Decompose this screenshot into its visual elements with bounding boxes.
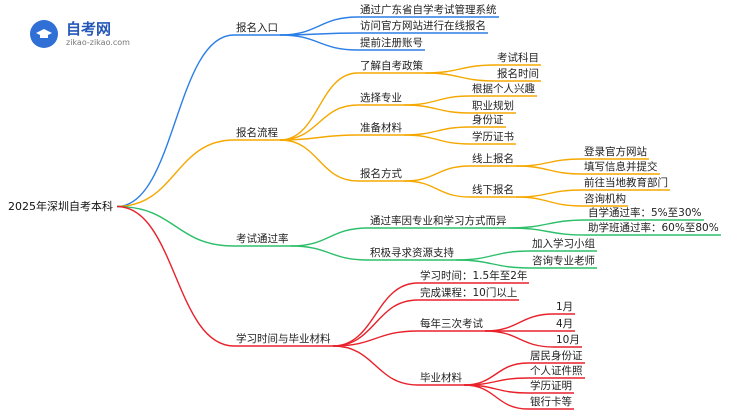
b3c3-connector [332,345,419,386]
node-consulting-agency: 咨询机构 [584,193,626,205]
node-career-planning: 职业规划 [472,100,514,112]
node-official-website: 访问官方网站进行在线报名 [360,20,486,32]
graduation-cap-icon [30,20,58,48]
node-registration-method: 报名方式 [360,168,402,180]
node-education-proof: 学历证明 [530,380,572,392]
node-register-account: 提前注册账号 [360,37,423,49]
node-three-exams-yearly: 每年三次考试 [420,318,483,330]
node-fill-and-submit: 填写信息并提交 [584,161,658,173]
branch-2-connector [116,205,235,247]
b1c2g0-connector [403,126,471,136]
node-login-website: 登录官方网站 [584,146,647,158]
node-seek-resources: 积极寻求资源支持 [370,247,454,259]
branch-registration-entry: 报名入口 [236,22,278,34]
b2c0g0-connector [508,219,587,229]
node-choose-major: 选择专业 [360,92,402,104]
b3c1-connector [332,299,419,347]
branch-registration-process: 报名流程 [236,127,278,139]
branch-3-connector [116,205,235,347]
node-offline-registration: 线下报名 [472,184,514,196]
branch-1-connector [116,139,235,208]
branch-0-connector [116,34,235,208]
node-study-duration: 学习时间：1.5年至2年 [420,270,528,282]
node-course-count: 完成课程：10门以上 [420,287,518,299]
b1c3g1-connector [403,180,471,198]
b3c2-connector [332,330,419,347]
b0c0-connector [279,16,359,36]
node-study-group: 加入学习小组 [532,238,595,250]
node-bank-card: 银行卡等 [530,396,572,408]
b2c0-connector [290,227,369,247]
branch-study-time-graduation: 学习时间与毕业材料 [236,333,331,345]
node-online-registration: 线上报名 [472,153,514,165]
b3c0-connector [332,282,419,347]
b3c2g0-connector [484,313,555,332]
node-exam-subjects: 考试科目 [497,52,539,64]
node-consult-teacher: 咨询专业老师 [532,255,595,267]
b1c1g0-connector [403,95,471,106]
node-education-certificate: 学历证书 [472,131,514,143]
node-resident-id: 居民身份证 [530,350,583,362]
node-registration-time: 报名时间 [497,68,539,80]
b1c3-connector [279,139,359,182]
b1c1-connector [279,104,359,141]
b3c3g3-connector [463,384,529,410]
node-class-rate: 助学班通过率：60%至80% [588,222,719,234]
b0c2-connector [279,34,359,51]
b2c1-connector [290,245,369,261]
b1c0g0-connector [424,64,496,74]
b1c3g0h1-connector [515,165,583,175]
b1c0g1-connector [424,72,496,82]
b1c1g1-connector [403,104,471,114]
node-learn-policy: 了解自考政策 [360,60,423,72]
b3c2g2-connector [484,330,555,348]
b1c3g0h0-connector [515,158,583,167]
node-october: 10月 [556,334,580,346]
node-provincial-system: 通过广东省自学考试管理系统 [360,4,497,16]
b1c0-connector [279,72,359,141]
logo-subtitle: zikao-zikao.com [66,38,130,47]
b1c3g0-connector [403,165,471,182]
node-id-card: 身份证 [472,114,504,126]
node-id-photo: 个人证件照 [530,365,583,377]
branch-pass-rate: 考试通过率 [236,233,289,245]
node-rate-varies: 通过率因专业和学习方式而异 [370,215,507,227]
b2c0g1-connector [508,227,587,236]
root-node: 2025年深圳自考本科 [8,200,113,213]
node-personal-interest: 根据个人兴趣 [472,83,535,95]
node-self-study-rate: 自学通过率：5%至30% [588,207,702,219]
b2c1g0-connector [455,250,531,261]
logo-title: 自考网 [66,20,112,38]
node-april: 4月 [556,318,574,330]
b1c3g1h0-connector [515,189,583,198]
node-local-education-dept: 前往当地教育部门 [584,177,668,189]
b1c3g1h1-connector [515,196,583,207]
node-prepare-materials: 准备材料 [360,122,402,134]
site-logo: 自考网 zikao-zikao.com [30,18,160,52]
b2c1g1-connector [455,259,531,269]
node-graduation-materials: 毕业材料 [420,372,462,384]
node-january: 1月 [556,301,574,313]
b1c2g1-connector [403,134,471,145]
b1c2-connector [279,134,359,141]
